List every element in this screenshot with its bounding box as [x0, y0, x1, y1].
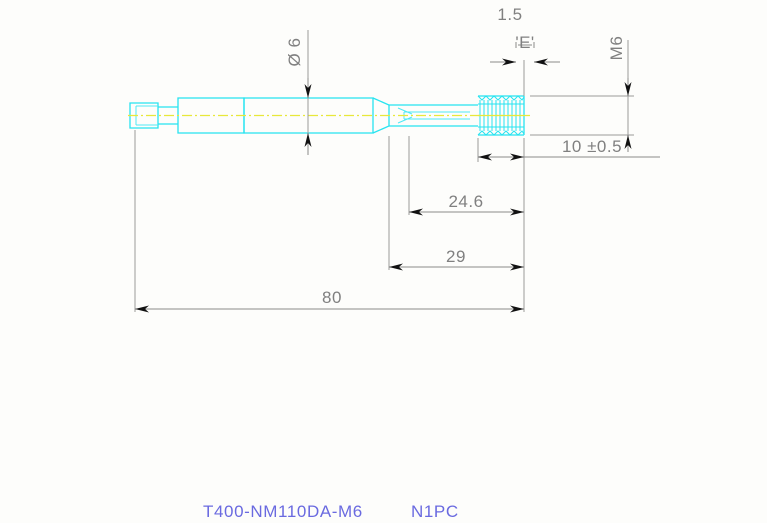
- probe-tip-head: [129, 102, 159, 129]
- part-geometry: [128, 95, 530, 136]
- dimension-label-24-6: 24.6: [448, 192, 483, 211]
- dimension-thread-length: 10 ±0.5: [478, 137, 660, 161]
- dimension-29: 29: [389, 247, 524, 271]
- dimension-shaft-diameter: Ø 6: [285, 38, 312, 155]
- dimension-label-overall-length: 80: [322, 288, 342, 307]
- dimension-thread-pitch: 1.5 'E': [490, 5, 560, 66]
- title-part-number: T400-NM110DA-M6: [203, 502, 363, 521]
- plunger-shaft: [397, 104, 478, 127]
- title-block: T400-NM110DA-M6 N1PC: [203, 502, 459, 521]
- dimension-24-6: 24.6: [409, 192, 524, 216]
- extension-lines: [134, 30, 634, 312]
- title-variant-code: N1PC: [411, 502, 459, 521]
- dimension-thread-spec: M6: [607, 36, 632, 152]
- dimension-label-detail-callout: 'E': [515, 33, 534, 52]
- dimension-label-thread-pitch: 1.5: [497, 5, 522, 24]
- dimension-label-thread-length: 10 ±0.5: [562, 137, 622, 156]
- dimension-label-shaft-diameter: Ø 6: [285, 38, 304, 67]
- dimension-overall-length: 80: [135, 288, 524, 313]
- tip-neck: [158, 106, 178, 125]
- dimension-label-29: 29: [446, 247, 466, 266]
- dimension-label-thread-spec: M6: [607, 36, 626, 61]
